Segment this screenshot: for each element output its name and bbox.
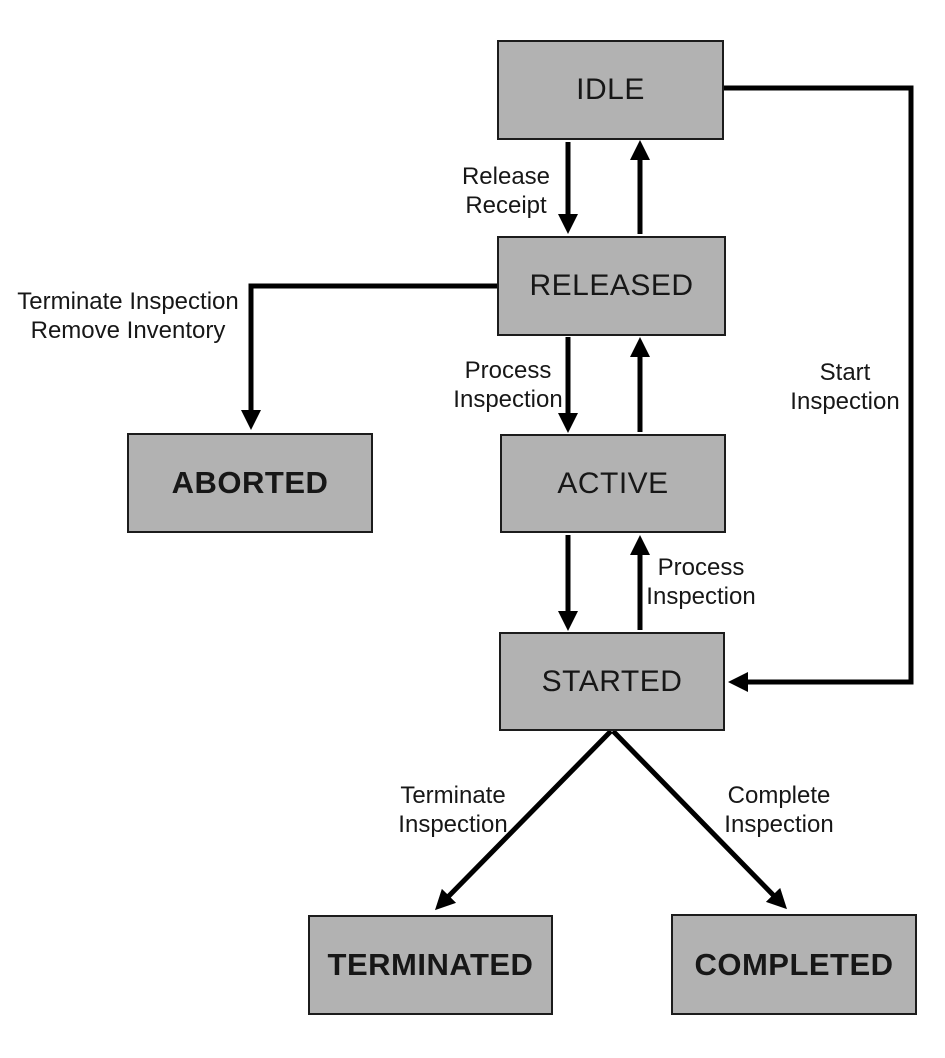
edge-label-terminate-inspection-remove-inventory: Terminate Inspection Remove Inventory [17, 288, 239, 344]
state-node-aborted: ABORTED [127, 433, 373, 533]
state-node-started: STARTED [499, 632, 725, 731]
arrow-started-to-terminated [434, 729, 613, 911]
state-node-completed: COMPLETED [671, 914, 917, 1015]
arrow-released-to-aborted [241, 283, 498, 430]
state-node-released: RELEASED [497, 236, 726, 336]
arrow-started-to-completed [611, 729, 787, 910]
state-node-active: ACTIVE [500, 434, 726, 533]
edge-label-release-receipt: Release Receipt [461, 163, 551, 219]
edge-label-process-inspection-started-active: Process Inspection [646, 554, 756, 610]
state-node-idle: IDLE [497, 40, 724, 140]
arrow-idle-to-started [723, 85, 914, 692]
edge-label-process-inspection-released-active: Process Inspection [453, 357, 563, 413]
state-node-terminated: TERMINATED [308, 915, 553, 1015]
edge-label-start-inspection: Start Inspection [790, 359, 900, 415]
edge-label-complete-inspection: Complete Inspection [724, 782, 834, 838]
edge-label-terminate-inspection: Terminate Inspection [398, 782, 508, 838]
